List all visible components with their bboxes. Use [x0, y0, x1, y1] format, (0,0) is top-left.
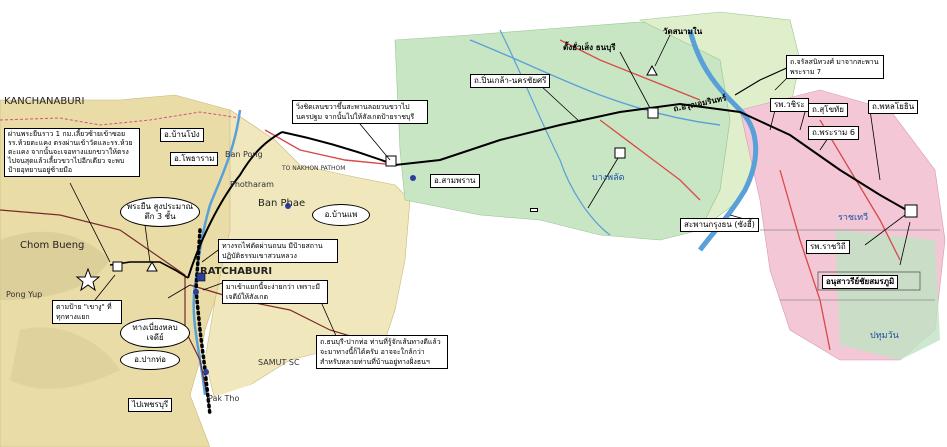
- marker-ban-pong: [196, 272, 206, 282]
- basemap-samut-sc: SAMUT SC: [258, 358, 300, 367]
- railway: [194, 228, 212, 417]
- marker-west-junction: [112, 261, 123, 272]
- label-thonburi-station: ตั้งฮั่วเส็ง ธนบุรี: [563, 43, 616, 52]
- marker-ban-phae: [285, 203, 291, 209]
- land-nakhon-pathom: [394, 21, 731, 241]
- road-nakhonpathom: [264, 129, 396, 166]
- label-phahonyothin-rd: ถ.พหลโยธิน: [868, 100, 919, 114]
- label-photharam: อ.โพธาราม: [170, 152, 219, 166]
- label-wat-khao-directions: ผ่านพระยืนราว 1 กม.เลี้ยวซ้ายเข้าซอย รร.…: [4, 128, 140, 177]
- basemap-ratchathewi: ราชเทวี: [838, 213, 869, 223]
- basemap-ban-phae: Ban Phae: [258, 198, 306, 209]
- route-west: [187, 131, 283, 279]
- victory-monument-frame: [817, 271, 921, 291]
- bubble-pak-tho: อ.ปากท่อ: [120, 350, 180, 370]
- bubble-buddha-statue: พระยืน สูงประมาณตึก 3 ชั้น: [120, 197, 200, 227]
- marker-sam-phran: [410, 175, 416, 181]
- label-hosp-vajira: รพ.วชิระ: [770, 98, 809, 112]
- basemap-pong-yup: Pong Yup: [6, 290, 43, 299]
- label-hosp-ratchawithi: รพ.ราชวิถี: [806, 240, 850, 254]
- basemap-pak-tho: Pak Tho: [208, 394, 240, 403]
- label-sukhothai-rd: ถ.สุโขทัย: [808, 103, 848, 117]
- road-red-3: [779, 169, 831, 351]
- label-u-turn: มาเข้าแยกนี้จะง่ายกว่า เพราะมีเจดีย์ให้ส…: [222, 280, 328, 304]
- basemap-chom-bueng: Chom Bueng: [20, 240, 85, 251]
- label-ban-pong: อ.บ้านโป่ง: [160, 128, 204, 142]
- marker-pak-tho: [203, 369, 209, 375]
- basemap-kanchanaburi: KANCHANABURI: [4, 96, 85, 107]
- road-red-2: [599, 119, 701, 201]
- marker-interchange: [385, 155, 397, 167]
- bubble-curve-left: ทางเบี่ยงหลบเจดีย์: [120, 318, 190, 348]
- bangkok-green-east: [835, 230, 940, 360]
- sea-gulf: [205, 345, 410, 447]
- road-red-4: [819, 119, 901, 261]
- victory-monument-marker: [904, 204, 918, 218]
- label-wat-sanam-nai: วัดสนามใน: [663, 27, 703, 36]
- wat-sanam-nai-icon: [646, 64, 658, 76]
- basemap-photharam: Photharam: [230, 180, 274, 189]
- label-from-rama7: ถ.จรัลสนิทวงศ์ มาจากสะพานพระราม 7: [786, 55, 884, 79]
- label-to-phetchaburi: ไปเพชรบุรี: [128, 398, 173, 412]
- label-train-crossing: ทางรถไฟตัดผ่านถนน มีป้ายสถานปฏิบัติธรรมเ…: [218, 239, 338, 263]
- marker-pinklao: [647, 107, 659, 119]
- basemap-nakhon-pathom-road: TO NAKHON PATHOM: [282, 165, 346, 172]
- label-krung-thon-bridge: สะพานกรุงธน (ซังฮี้): [680, 218, 759, 232]
- destination-star-icon: [75, 267, 101, 292]
- mae-klong-river: [192, 109, 242, 396]
- route-westmost: [109, 261, 189, 279]
- basemap-ban-pong: Ban Pong: [225, 150, 263, 159]
- label-follow-sign: ตามป้าย "เขางู" ที่ทุกทางแยก: [52, 300, 122, 324]
- road-red-1: [559, 39, 701, 101]
- label-thonburi-paktho: ถ.ธนบุรี-ปากท่อ ท่านที่รู้จักเส้นทางดีแล…: [316, 335, 448, 369]
- province-boundary: [0, 111, 241, 126]
- marker-central-pinklao: [614, 147, 626, 159]
- label-central-pinklao: [530, 208, 538, 212]
- basemap-pathum-wan: ปทุมวัน: [870, 331, 899, 341]
- marker-ratchaburi: [193, 289, 199, 295]
- label-ring-road-note: วิ่งชิดเลนขวาขึ้นสะพานลอยวนขวาไปนครปฐม จ…: [292, 100, 428, 124]
- buddha-statue-icon: [146, 260, 158, 272]
- canal-2: [499, 29, 611, 236]
- label-pinklao-nakhonchaisri: ถ.ปิ่นเกล้า-นครชัยศรี: [470, 74, 551, 88]
- label-victory-monument: อนุสาวรีย์ชัยสมรภูมิ: [822, 275, 899, 289]
- label-rama6-rd: ถ.พระราม 6: [808, 126, 859, 140]
- bubble-ban-phae: อ.บ้านแพ: [312, 204, 370, 226]
- basemap-ratchaburi: RATCHABURI: [200, 266, 273, 277]
- basemap-bang-phlat: บางพลัด: [592, 173, 625, 183]
- label-sam-phran: อ.สามพราน: [430, 174, 480, 188]
